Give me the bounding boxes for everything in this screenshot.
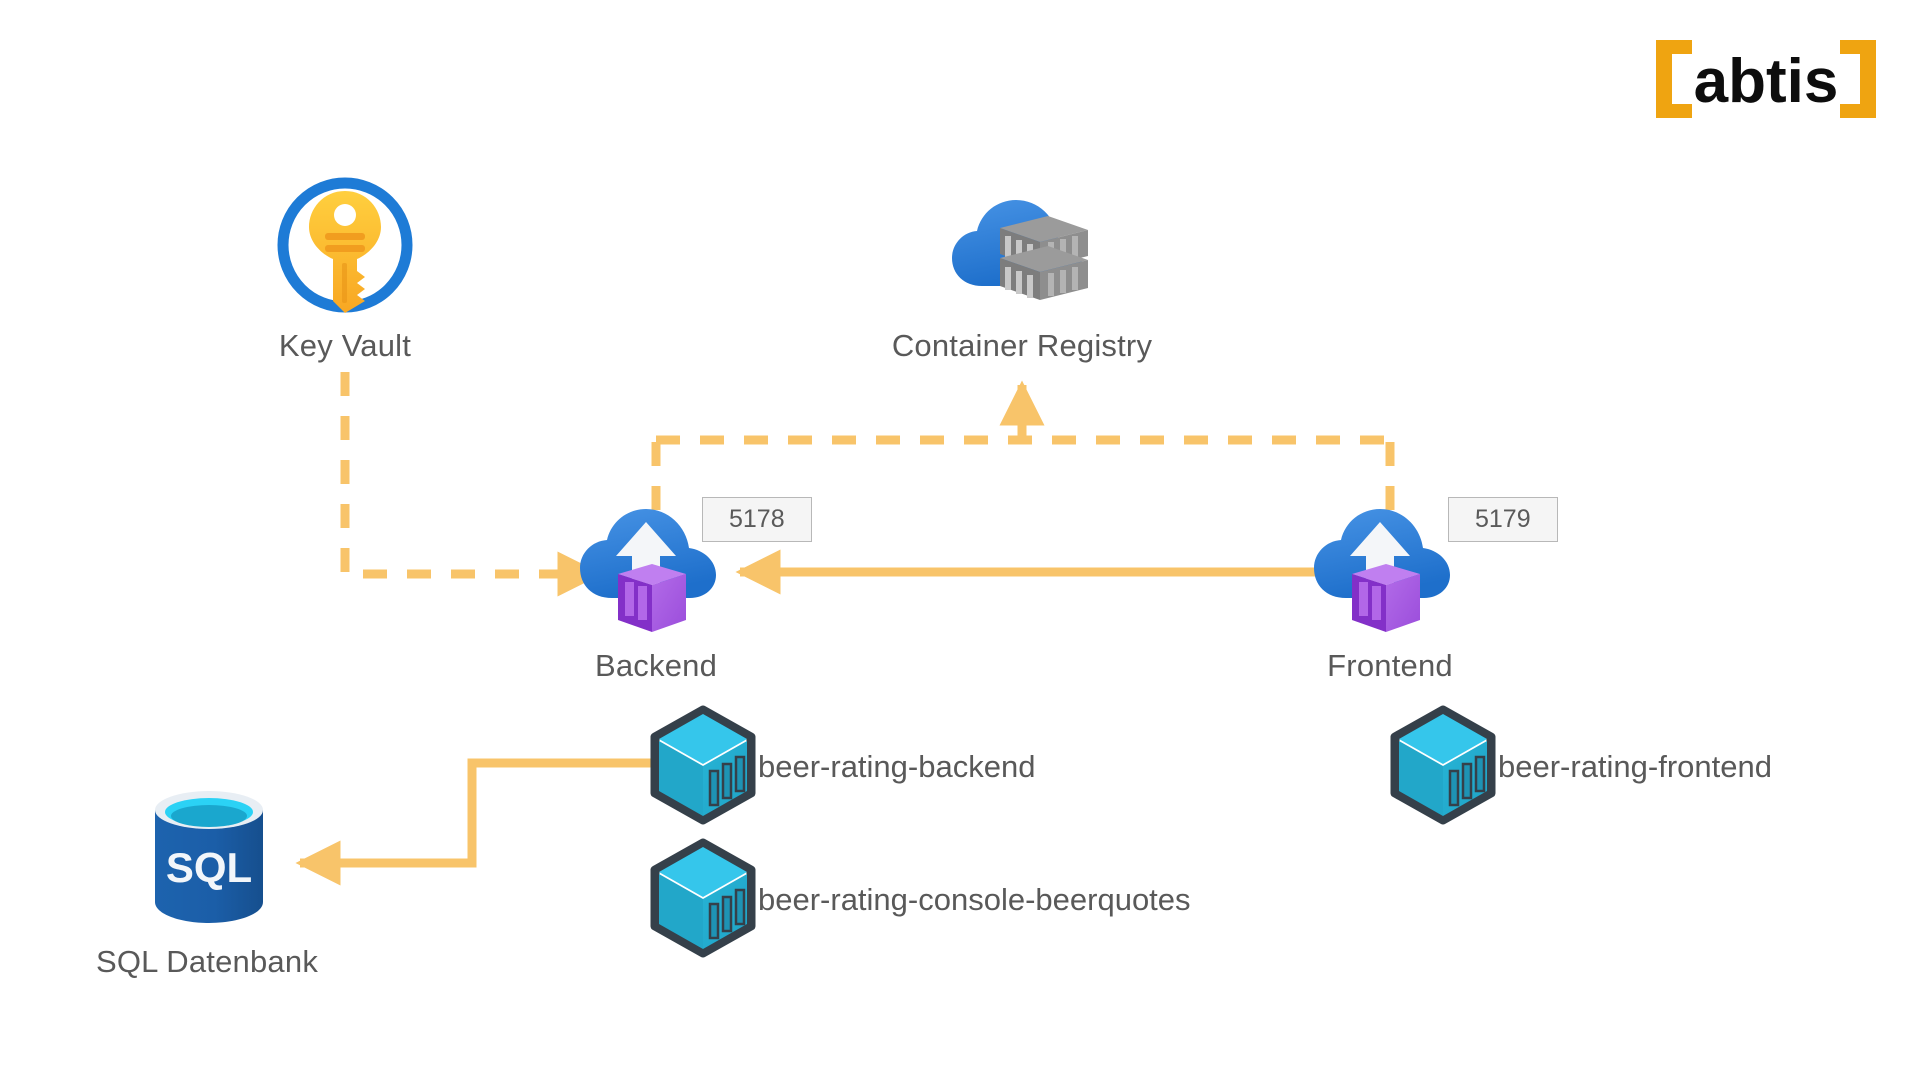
docker-container-icon-frontend [1388,705,1498,825]
container-registry-icon [948,190,1098,310]
connector-backend-image-to-sql [295,758,655,886]
node-label-key-vault: Key Vault [278,328,412,363]
image-label-beer-rating-backend: beer-rating-backend [758,749,1036,784]
port-badge-backend: 5178 [702,497,812,542]
connector-keyvault-to-backend [340,372,603,597]
image-label-beer-rating-console-beerquotes: beer-rating-console-beerquotes [758,882,1191,917]
key-vault-icon [271,171,419,319]
abtis-logo-text: abtis [1694,47,1839,116]
app-service-frontend-icon [1310,506,1470,641]
app-service-backend-icon [576,506,736,641]
port-badge-frontend: 5179 [1448,497,1558,542]
node-label-container-registry: Container Registry [891,328,1153,363]
abtis-logo: abtis [1652,36,1880,122]
docker-container-icon-console [648,838,758,958]
docker-container-icon-backend [648,705,758,825]
sql-database-icon: SQL [147,790,272,925]
image-label-beer-rating-frontend: beer-rating-frontend [1498,749,1772,784]
node-label-sql-database: SQL Datenbank [95,944,319,979]
node-label-backend: Backend [594,648,718,683]
node-label-frontend: Frontend [1327,648,1453,683]
sql-icon-text: SQL [166,844,252,891]
